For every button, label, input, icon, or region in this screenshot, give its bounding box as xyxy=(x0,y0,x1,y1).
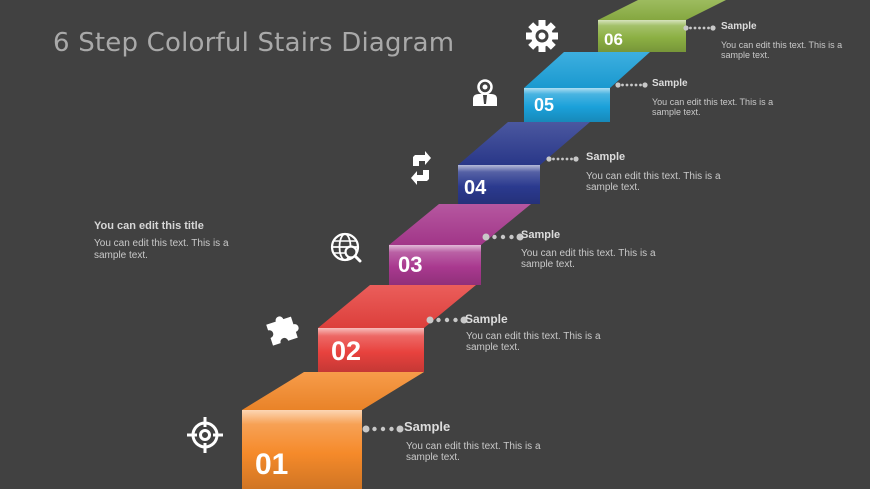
user-icon xyxy=(473,79,497,106)
step-01-number: 01 xyxy=(255,448,289,481)
step-03-number: 03 xyxy=(398,252,423,277)
gear-icon xyxy=(526,20,558,52)
step-05-connector xyxy=(615,82,648,88)
step-06-connector xyxy=(683,25,716,31)
step-03-tread xyxy=(389,204,531,245)
step-04-number: 04 xyxy=(464,177,487,199)
step-05-number: 05 xyxy=(534,95,555,115)
step-03-connector xyxy=(482,233,524,241)
step-02-tread xyxy=(318,285,476,328)
step-03-front xyxy=(389,245,481,285)
step-02-number: 02 xyxy=(331,336,362,366)
recycle-arrows-icon xyxy=(411,151,431,185)
step-04-text: You can edit this text. This is a sample… xyxy=(586,171,721,193)
step-04-front xyxy=(458,165,540,204)
step-02-front xyxy=(318,328,424,372)
step-06-front xyxy=(598,20,686,52)
step-06-tread xyxy=(598,0,726,20)
step-01-tread xyxy=(242,372,424,410)
step-05-label: Sample xyxy=(652,78,688,89)
step-06-text: You can edit this text. This is a sample… xyxy=(721,40,843,60)
step-05-text: You can edit this text. This is a sample… xyxy=(652,97,774,117)
puzzle-icon xyxy=(266,316,299,346)
step-02-label: Sample xyxy=(465,312,508,326)
step-04-tread xyxy=(458,122,590,165)
step-05-front xyxy=(524,88,610,122)
step-03-label: Sample xyxy=(521,229,561,241)
search-globe-icon xyxy=(330,232,362,263)
step-01-connector xyxy=(362,425,404,433)
step-04-connector xyxy=(546,156,579,162)
side-note-body: You can edit this text. This is a sample… xyxy=(94,238,229,261)
step-04-label: Sample xyxy=(586,151,626,163)
target-icon xyxy=(187,417,223,453)
slide-title: 6 Step Colorful Stairs Diagram xyxy=(53,28,455,58)
step-06-label: Sample xyxy=(721,21,757,32)
step-01-label: Sample xyxy=(404,419,451,434)
side-note-title: You can edit this title xyxy=(94,220,204,232)
step-02-text: You can edit this text. This is a sample… xyxy=(466,331,601,353)
step-06-number: 06 xyxy=(604,30,623,49)
step-01-front xyxy=(242,410,362,489)
step-01-text: You can edit this text. This is a sample… xyxy=(406,441,541,463)
step-02-connector xyxy=(426,316,468,324)
step-03-text: You can edit this text. This is a sample… xyxy=(521,248,656,270)
step-05-tread xyxy=(524,52,650,88)
